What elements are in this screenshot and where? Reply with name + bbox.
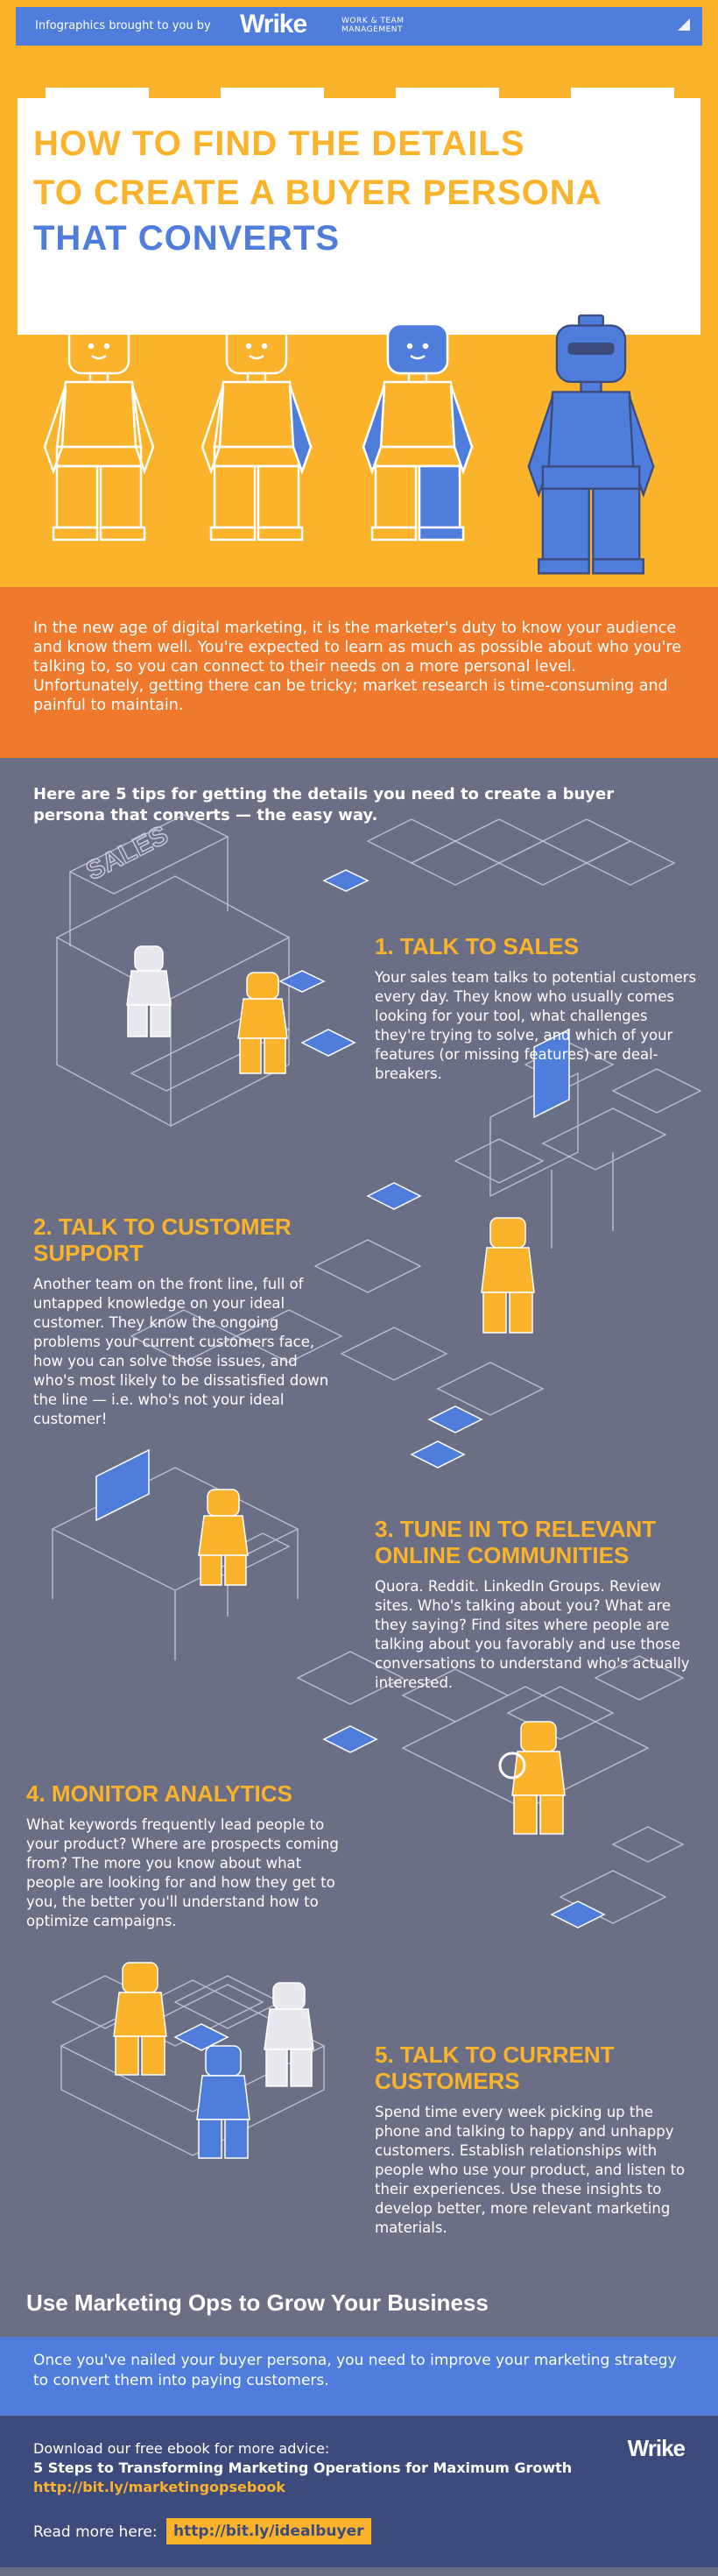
blue-minifig-customer (196, 2045, 250, 2159)
tip-3-title: 3. TUNE IN TO RELEVANT ONLINE COMMUNITIE… (375, 1516, 657, 1568)
title-line-3: THAT CONVERTS (33, 219, 341, 258)
card-tab (571, 88, 674, 98)
grey-minifig-customer (264, 1982, 314, 2087)
tip-4-body: What keywords frequently lead people to … (26, 1816, 339, 1929)
read-more-label: Read more here: (33, 2523, 158, 2541)
tip-5: 5. TALK TO CURRENT CUSTOMERS Spend time … (375, 2042, 699, 2238)
title-line-1: HOW TO FIND THE DETAILS (33, 124, 525, 163)
ebook-link[interactable]: http://bit.ly/marketingopsebook (33, 2479, 285, 2495)
footer: Download our free ebook for more advice:… (0, 2416, 718, 2567)
card-tab (396, 88, 499, 98)
tip-4-title: 4. MONITOR ANALYTICS (26, 1780, 292, 1807)
minifig-progression (43, 314, 655, 575)
title-line-2: TO CREATE A BUYER PERSONA (33, 173, 602, 212)
cta-body: Once you've nailed your buyer persona, y… (33, 2352, 677, 2389)
support-booth (533, 1028, 570, 1119)
cta-heading: Use Marketing Ops to Grow Your Business (26, 2289, 489, 2316)
tip-1-body: Your sales team talks to potential custo… (375, 969, 697, 1082)
corner-fold-icon (678, 18, 690, 31)
tip-2: 2. TALK TO CUSTOMER SUPPORT Another team… (33, 1214, 331, 1429)
cta-section: Use Marketing Ops to Grow Your Business … (0, 2282, 718, 2567)
isometric-scenes: SALES (51, 814, 702, 2159)
orange-minifig-customer (113, 1962, 167, 2076)
download-text: Download our free ebook for more advice: (33, 2440, 330, 2457)
tip-1: 1. TALK TO SALES Your sales team talks t… (375, 933, 699, 1084)
footer-wrike-logo[interactable]: Wrike (627, 2435, 686, 2461)
orange-minifig-sales (237, 972, 288, 1074)
tip-5-title: 5. TALK TO CURRENT CUSTOMERS (375, 2042, 615, 2094)
title-card (18, 88, 700, 335)
minifig-half-blue (362, 314, 474, 541)
tips-section: Here are 5 tips for getting the details … (0, 758, 718, 2282)
tip-5-body: Spend time every week picking up the pho… (375, 2104, 686, 2236)
minifig-outline (43, 314, 155, 541)
brought-by-text: Infographics brought to you by (35, 19, 211, 32)
minifig-arm-blue (201, 314, 313, 541)
computer-monitor (95, 1448, 150, 1522)
orange-minifig-support (481, 1217, 535, 1334)
tip-3-body: Quora. Reddit. LinkedIn Groups. Review s… (375, 1578, 690, 1691)
tip-1-title: 1. TALK TO SALES (375, 933, 580, 959)
card-tab (46, 88, 149, 98)
computer-desk (51, 1467, 299, 1660)
orange-minifig-computer (198, 1489, 249, 1586)
tip-2-body: Another team on the front line, full of … (33, 1276, 329, 1427)
sales-sign: SALES (81, 820, 172, 886)
wrike-logo[interactable]: Wrike (240, 10, 307, 39)
top-bar: Infographics brought to you by Wrike WOR… (16, 7, 702, 46)
intro-section: In the new age of digital marketing, it … (0, 587, 718, 758)
tip-3: 3. TUNE IN TO RELEVANT ONLINE COMMUNITIE… (375, 1516, 699, 1693)
tip-4: 4. MONITOR ANALYTICS What keywords frequ… (26, 1780, 341, 1931)
grey-minifig-sales (126, 945, 172, 1037)
analytics-scene (401, 1686, 685, 1863)
minifig-full-blue (527, 314, 655, 575)
support-desk (489, 1072, 667, 1249)
card-tab (221, 88, 324, 98)
ebook-title: 5 Steps to Transforming Marketing Operat… (33, 2459, 573, 2476)
tips-lead: Here are 5 tips for getting the details … (33, 785, 615, 824)
logo-tagline: WORK & TEAM MANAGEMENT (341, 17, 405, 34)
cta-band: Once you've nailed your buyer persona, y… (0, 2337, 718, 2416)
orange-minifig-analytics (498, 1721, 566, 1835)
read-more-link[interactable]: http://bit.ly/idealbuyer (166, 2518, 371, 2544)
tip-2-title: 2. TALK TO CUSTOMER SUPPORT (33, 1214, 292, 1266)
hero-section: HOW TO FIND THE DETAILS TO CREATE A BUYE… (0, 53, 718, 587)
intro-text: In the new age of digital marketing, it … (33, 619, 682, 714)
